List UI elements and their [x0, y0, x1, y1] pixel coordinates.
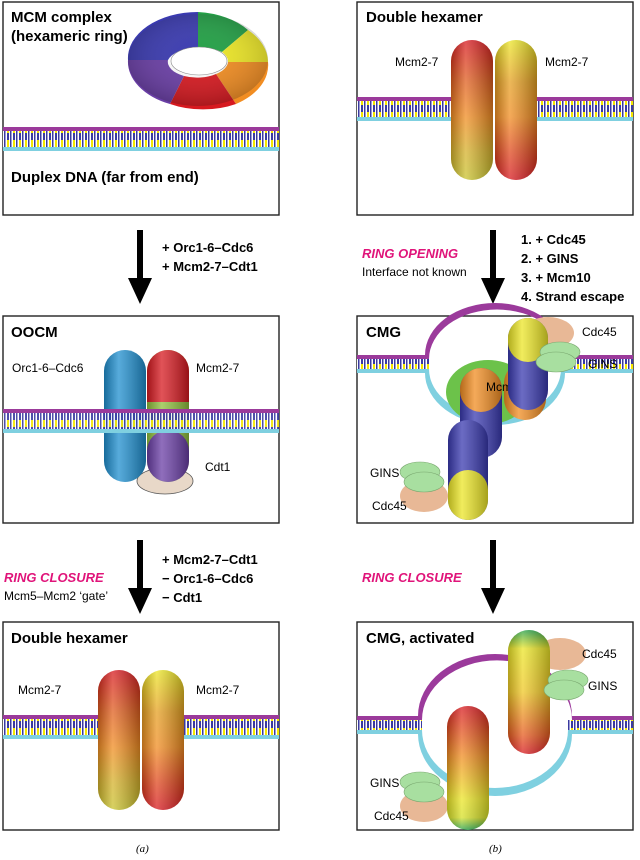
mcm-cylinder-left	[98, 670, 140, 810]
box-mcm-complex: MCM complex (hexameric ring) Duplex DNA …	[2, 1, 280, 216]
step1-line4: 4. Strand escape	[521, 289, 624, 304]
duplex-dna	[3, 715, 279, 739]
box-title: CMG	[366, 324, 401, 341]
box-double-hexamer-a: Double hexamer Mcm2-7 Mcm2-7	[2, 621, 280, 831]
ring-closure-note: Mcm5–Mcm2 ‘gate’	[4, 589, 108, 603]
box-title: Double hexamer	[366, 9, 483, 26]
orc-label: Orc1-6–Cdc6	[12, 361, 84, 375]
box-title: MCM complex	[11, 9, 113, 26]
ring-opening-note: Interface not known	[362, 265, 467, 279]
box-title: Double hexamer	[11, 630, 128, 647]
ring-opening-label: RING OPENING	[362, 246, 458, 261]
step2-line1: + Mcm2-7–Cdt1	[162, 552, 258, 567]
cdt1-label: Cdt1	[205, 460, 231, 474]
mcm-cylinder-right	[142, 670, 184, 810]
cmg-bottom-complex	[399, 420, 488, 520]
step1-line3: 3. + Mcm10	[521, 270, 591, 285]
box-title: OOCM	[11, 324, 58, 341]
cmg-top-complex	[508, 317, 581, 410]
arrow-step-2	[128, 540, 152, 614]
replication-bubble	[357, 654, 633, 796]
left-mcm-label: Mcm2-7	[18, 683, 62, 697]
cmg-bottom-complex	[399, 706, 489, 830]
cdc45-bottom-label: Cdc45	[374, 809, 409, 823]
step1-line2: + Mcm2-7–Cdt1	[162, 259, 258, 274]
gins-top-label: GINS	[588, 357, 617, 371]
ring-closure-label: RING CLOSURE	[362, 570, 462, 585]
step2-line3: − Cdt1	[162, 590, 202, 605]
box-cmg: CMG Mcm10	[356, 303, 634, 524]
panel-b: Double hexamer Mcm2-7 Mcm2-7	[356, 1, 634, 855]
duplex-dna	[357, 97, 633, 121]
right-mcm-label: Mcm2-7	[545, 55, 589, 69]
duplex-dna	[3, 409, 279, 433]
mcm-cylinder-right	[495, 40, 537, 180]
arrow-step-2	[481, 540, 505, 614]
mcm-cylinder-left	[451, 40, 493, 180]
gins-top-label: GINS	[588, 679, 617, 693]
step1-line1: + Orc1-6–Cdc6	[162, 240, 253, 255]
gins-bottom-label: GINS	[370, 776, 399, 790]
box-oocm: OOCM Orc1-6–Cdc6 Mcm2-7 Cdt1	[2, 315, 280, 524]
box-subtitle: (hexameric ring)	[11, 28, 128, 45]
left-mcm-label: Mcm2-7	[395, 55, 439, 69]
cdc45-top-label: Cdc45	[582, 325, 617, 339]
replication-bubble	[357, 303, 633, 425]
right-mcm-label: Mcm2-7	[196, 683, 240, 697]
cdc45-top-label: Cdc45	[582, 647, 617, 661]
cdc45-bottom-label: Cdc45	[372, 499, 407, 513]
cmg-top-complex	[508, 630, 589, 754]
panel-b-caption: (b)	[489, 843, 502, 855]
panel-a-caption: (a)	[136, 843, 149, 855]
dna-label: Duplex DNA (far from end)	[11, 169, 199, 186]
panel-a: MCM complex (hexameric ring) Duplex DNA …	[2, 1, 280, 855]
duplex-dna	[3, 127, 279, 151]
mcm-label: Mcm2-7	[196, 361, 240, 375]
box-cmg-activated: CMG, activated Cdc45 GINS	[356, 621, 634, 831]
arrow-step-1	[128, 230, 152, 304]
box-title: CMG, activated	[366, 630, 474, 647]
step1-line1: 1. + Cdc45	[521, 232, 586, 247]
gins-bottom-label: GINS	[370, 466, 399, 480]
ring-closure-label: RING CLOSURE	[4, 570, 104, 585]
box-double-hexamer-b: Double hexamer Mcm2-7 Mcm2-7	[356, 1, 634, 216]
arrow-step-1	[481, 230, 505, 304]
step1-line2: 2. + GINS	[521, 251, 579, 266]
step2-line2: − Orc1-6–Cdc6	[162, 571, 253, 586]
mcm-hexameric-ring	[127, 11, 269, 110]
